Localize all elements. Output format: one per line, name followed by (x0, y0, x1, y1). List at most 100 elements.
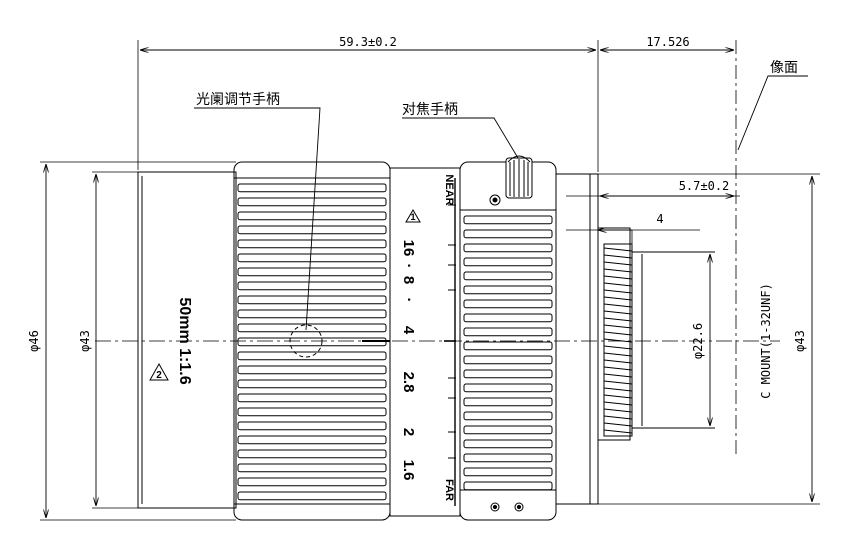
focus-knurl-rib (463, 271, 553, 281)
mount-type-label: C MOUNT(1-32UNF) (759, 283, 773, 399)
thread-line (603, 275, 633, 280)
iris-handle-label: 光阑调节手柄 (196, 92, 280, 108)
focus-handle-label: 对焦手柄 (402, 102, 458, 118)
note-number-2: 2 (156, 370, 162, 381)
focus-knurl-rib (463, 243, 553, 253)
aperture-knurl-rib (237, 477, 387, 487)
thread-line (603, 359, 633, 364)
aperture-knurl-rib (237, 365, 387, 375)
note-triangle-1 (405, 209, 421, 223)
f-number-1-6: 1.6 (400, 460, 417, 481)
focus-knurl-rib (463, 481, 553, 491)
focus-knurl-rib (463, 341, 553, 351)
focus-knurl-rib (463, 299, 553, 309)
thread-line (603, 282, 633, 287)
thread-line (603, 296, 633, 301)
c-mount-thread (603, 243, 715, 437)
thread-line (603, 310, 633, 315)
dim-rear-diameter: φ22.6 (691, 323, 705, 359)
thread-line (603, 303, 633, 308)
f-number-dot-2: · (400, 298, 417, 303)
dim-thread-length: 4 (656, 212, 663, 226)
thread-line (603, 345, 633, 350)
front-barrel (137, 171, 237, 509)
thread-line (603, 331, 633, 336)
thread-line (603, 373, 633, 378)
thread-line (603, 366, 633, 371)
f-number-2: 2 (400, 428, 417, 436)
focus-knurl-rib (463, 439, 553, 449)
aperture-knurl-rib (237, 267, 387, 277)
focus-knurl-rib (463, 369, 553, 379)
focus-near-label: NEAR (443, 174, 455, 205)
thread-line (603, 338, 633, 343)
focus-knurl-rib (463, 453, 553, 463)
f-number-2-8: 2.8 (400, 372, 417, 393)
aperture-knurl-rib (237, 197, 387, 207)
rear-flange (555, 173, 631, 505)
focus-far-label: FAR (443, 479, 455, 501)
thread-line (603, 422, 633, 427)
dim-outer-diameter: φ46 (27, 330, 41, 352)
aperture-knurl-rib (237, 393, 387, 403)
f-number-16: 16 (400, 240, 417, 257)
dim-mount-protrusion: 5.7±0.2 (679, 179, 730, 193)
lens-spec: 50mm 1:1.6 (176, 297, 193, 384)
image-plane-label: 像面 (770, 60, 798, 76)
dim-overall-length: 59.3±0.2 (339, 35, 397, 49)
thread-line (603, 415, 633, 420)
thread-line (603, 324, 633, 329)
thread-line (603, 408, 633, 413)
focus-knurl-rib (463, 355, 553, 365)
focus-handle-knob (505, 155, 533, 199)
focus-ring (459, 161, 557, 521)
dim-barrel-diameter: φ43 (78, 330, 92, 352)
focus-knurl-rib (463, 313, 553, 323)
aperture-knurl-rib (237, 379, 387, 389)
focus-knurl-rib (463, 411, 553, 421)
thread-line (603, 317, 633, 322)
aperture-knurl-rib (237, 463, 387, 473)
thread-line (603, 401, 633, 406)
aperture-knurl-rib (237, 323, 387, 333)
thread-line (603, 254, 633, 259)
f-number-dot-1: · (400, 264, 417, 269)
thread-line (603, 387, 633, 392)
note-number-1: 1 (410, 212, 415, 222)
aperture-knurl-rib (237, 407, 387, 417)
focus-leader (402, 117, 519, 159)
focus-knurl-rib (463, 327, 553, 337)
image-plane-leader (737, 75, 808, 151)
thread-line (603, 261, 633, 266)
thread-line (603, 380, 633, 385)
aperture-knurl-rib (237, 351, 387, 361)
aperture-knurl-rib (237, 491, 387, 501)
f-number-4: 4 (400, 326, 417, 335)
aperture-knurl-rib (237, 183, 387, 193)
aperture-knurl-rib (237, 295, 387, 305)
aperture-knurl-rib (237, 449, 387, 459)
dim-mount-diameter: φ43 (793, 330, 807, 352)
aperture-knurl-rib (237, 253, 387, 263)
iris-handle-hole (289, 324, 323, 358)
thread-line (603, 247, 633, 252)
focus-knurl-rib (463, 397, 553, 407)
focus-knurl-rib (463, 257, 553, 267)
thread-line (603, 394, 633, 399)
thread-line (603, 352, 633, 357)
thread-line (603, 268, 633, 273)
aperture-knurl-rib (237, 435, 387, 445)
thread-line (603, 289, 633, 294)
focus-knurl-rib (463, 285, 553, 295)
thread-line (603, 429, 633, 434)
focus-knurl-rib (463, 215, 553, 225)
note-triangle-2 (149, 362, 169, 381)
aperture-knurl-rib (237, 421, 387, 431)
aperture-knurl-rib (237, 211, 387, 221)
focus-knurl-rib (463, 383, 553, 393)
dim-back-focal: 17.526 (646, 35, 689, 49)
f-number-8: 8 (400, 276, 417, 284)
dimension-lines (46, 50, 812, 518)
focus-knurl-rib (463, 467, 553, 477)
